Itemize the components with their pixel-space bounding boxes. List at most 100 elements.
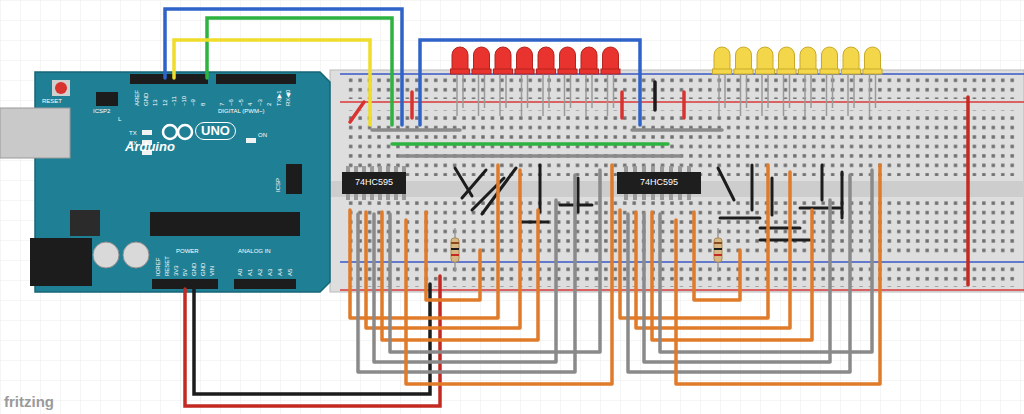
chip-pins (642, 194, 646, 200)
pin-label: A1 (247, 269, 254, 276)
jumper-wire (420, 40, 640, 125)
jumper-wire (751, 165, 754, 210)
led-symbol (586, 74, 592, 116)
arduino-board-drawing (234, 279, 296, 289)
pin-label: ~3 (257, 99, 264, 106)
led-symbol (762, 74, 768, 116)
jumper-wire (620, 92, 624, 118)
led-symbol (537, 69, 556, 74)
pin-label: 12 (162, 99, 169, 106)
breadboard (346, 265, 1016, 287)
led-symbol (800, 47, 816, 72)
resistor-symbol (451, 242, 459, 244)
jumper-wire (372, 128, 460, 132)
chip-pins (678, 194, 682, 200)
breadboard (340, 289, 1024, 291)
pin-label: ~5 (238, 99, 245, 106)
output-wire (644, 200, 830, 362)
breadboard (340, 261, 1024, 263)
arduino-board-drawing (52, 80, 70, 96)
pin-label: 3V3 (173, 265, 180, 276)
pin-label: RESET (164, 256, 171, 276)
pin-label: 4 (247, 103, 254, 106)
led-symbol (736, 47, 752, 72)
chip-pins (669, 194, 673, 200)
pin-label: GND (200, 263, 207, 276)
arduino-board-drawing (0, 72, 330, 292)
jumper-wire (760, 227, 800, 230)
arduino-board-drawing (123, 242, 149, 268)
resistor-symbol (714, 248, 722, 250)
board-label: DIGITAL (PWM~) (218, 108, 265, 115)
jumper-wire (720, 217, 760, 220)
led-symbol (822, 47, 838, 72)
arduino-board-drawing (163, 125, 177, 139)
pin-label: A5 (287, 269, 294, 276)
pin-label: A2 (257, 269, 264, 276)
led-symbol (603, 47, 619, 72)
pin-label: 8 (200, 103, 207, 106)
led-symbol (558, 69, 577, 74)
pin-label: 13 (152, 99, 159, 106)
shift-register-chip: 74HC595 (617, 172, 701, 194)
led-symbol (581, 47, 597, 72)
arduino-board-drawing (30, 238, 92, 286)
board-label: POWER (176, 248, 199, 255)
led-symbol (538, 47, 554, 72)
led-symbol (495, 47, 511, 72)
led-symbol (452, 47, 468, 72)
led-symbol (799, 69, 818, 74)
pin-label: VIN (209, 266, 216, 276)
board-label: ON (258, 132, 267, 139)
pin-label: 5V (182, 269, 189, 276)
chip-pins (402, 194, 406, 200)
pin-label: ~9 (190, 99, 197, 106)
pin-label: A0 (237, 269, 244, 276)
led-symbol (479, 74, 485, 116)
led-symbol (865, 47, 881, 72)
output-wire (374, 200, 556, 362)
pin-label: TX▶1 (276, 90, 283, 106)
board-label: RX (129, 140, 137, 147)
pin-label: ~11 (171, 96, 178, 106)
chip-pins (346, 194, 350, 200)
led-symbol (580, 69, 599, 74)
chip-label: 74HC595 (355, 178, 393, 188)
pin-label: A4 (277, 269, 284, 276)
chip-pins (624, 194, 628, 200)
pin-label: 7 (219, 103, 226, 106)
pin-label: 2 (266, 103, 273, 106)
chip-pins (394, 194, 398, 200)
watermark: fritzing (4, 394, 54, 411)
shift-register-chip: 74HC595 (342, 172, 406, 194)
output-wire (694, 212, 740, 300)
breadboard (346, 200, 1016, 258)
led-symbol (451, 69, 470, 74)
jumper-wire (771, 178, 774, 215)
jumper-wire (966, 97, 970, 285)
arduino-board-drawing (150, 212, 300, 236)
led-symbol (779, 47, 795, 72)
board-label: TX (129, 130, 137, 137)
jumper-wire (539, 165, 542, 212)
led-symbol (543, 74, 549, 116)
arduino-board-drawing (96, 92, 118, 106)
arduino-board-drawing (142, 130, 152, 135)
led-symbol (560, 47, 576, 72)
led-symbol (517, 47, 533, 72)
arduino-board-drawing (70, 210, 100, 236)
jumper-wire (682, 92, 686, 118)
led-symbol (601, 69, 620, 74)
jumper-wire (462, 170, 486, 198)
jumper-wire (577, 178, 580, 212)
chip-pins (633, 194, 637, 200)
jumper-wire (455, 168, 472, 196)
pin-label: IOREF (155, 258, 162, 276)
chip-pins (651, 194, 655, 200)
chip-pins (362, 194, 366, 200)
led-symbol (820, 69, 839, 74)
arduino-board-drawing (286, 164, 302, 194)
